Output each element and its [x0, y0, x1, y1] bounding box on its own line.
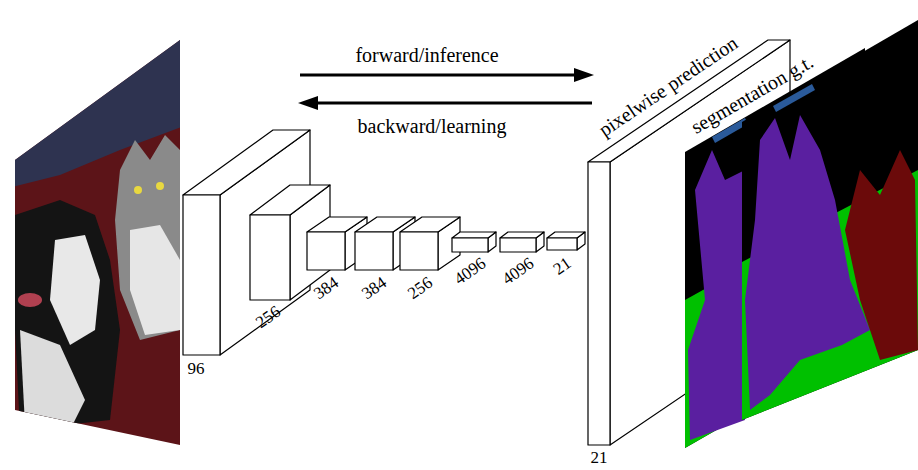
- gt-dog-back: [688, 150, 745, 440]
- arrow-label: forward/inference: [355, 45, 498, 65]
- block-face: [500, 232, 544, 238]
- photo-cat-chest: [130, 225, 180, 335]
- segmentation-panel: segmentation g.t.: [685, 20, 918, 448]
- photo-cat-eye: [156, 182, 164, 190]
- arrow-label: backward/learning: [358, 116, 507, 136]
- backward-arrow-shaft: [314, 102, 592, 105]
- block-face: [250, 185, 330, 215]
- channel-count: 21: [550, 254, 574, 278]
- backward-arrow-head: [298, 96, 318, 110]
- channel-count: 21: [591, 449, 608, 466]
- gt-cat-front: [845, 150, 918, 360]
- photo-cat: [115, 135, 180, 340]
- block-face: [400, 232, 438, 270]
- block-face: [500, 238, 536, 252]
- channel-count: 4096: [499, 254, 537, 287]
- photo-cat-eye: [134, 186, 142, 194]
- block-face: [183, 195, 220, 355]
- block-face: [452, 238, 488, 252]
- photo-dog-tongue: [18, 293, 42, 307]
- channel-count: 96: [188, 360, 205, 377]
- block-face: [588, 162, 610, 445]
- block-face: [355, 232, 393, 270]
- layer-block: 256: [400, 217, 460, 270]
- channel-count: 4096: [451, 254, 489, 287]
- input-photo: [0, 0, 200, 470]
- gt-dog-front: [745, 115, 870, 410]
- channel-count: 384: [359, 274, 390, 303]
- photo-dog: [15, 200, 120, 430]
- photo-sofa: [0, 0, 200, 470]
- block-face: [547, 232, 585, 238]
- block-face: [547, 238, 577, 250]
- photo-dog-patch: [50, 235, 100, 345]
- channel-count: 256: [405, 274, 436, 303]
- photo-dog-paw: [20, 330, 85, 430]
- layer-block: 4096: [500, 232, 544, 252]
- layer-block: 4096: [452, 232, 496, 252]
- layer-block: 21: [547, 232, 585, 250]
- block-face: [452, 232, 496, 238]
- block-face: [307, 232, 345, 270]
- forward-arrow-head: [574, 68, 594, 82]
- block-face: [250, 215, 290, 300]
- block-face: [400, 217, 460, 232]
- forward-arrow-shaft: [300, 74, 578, 77]
